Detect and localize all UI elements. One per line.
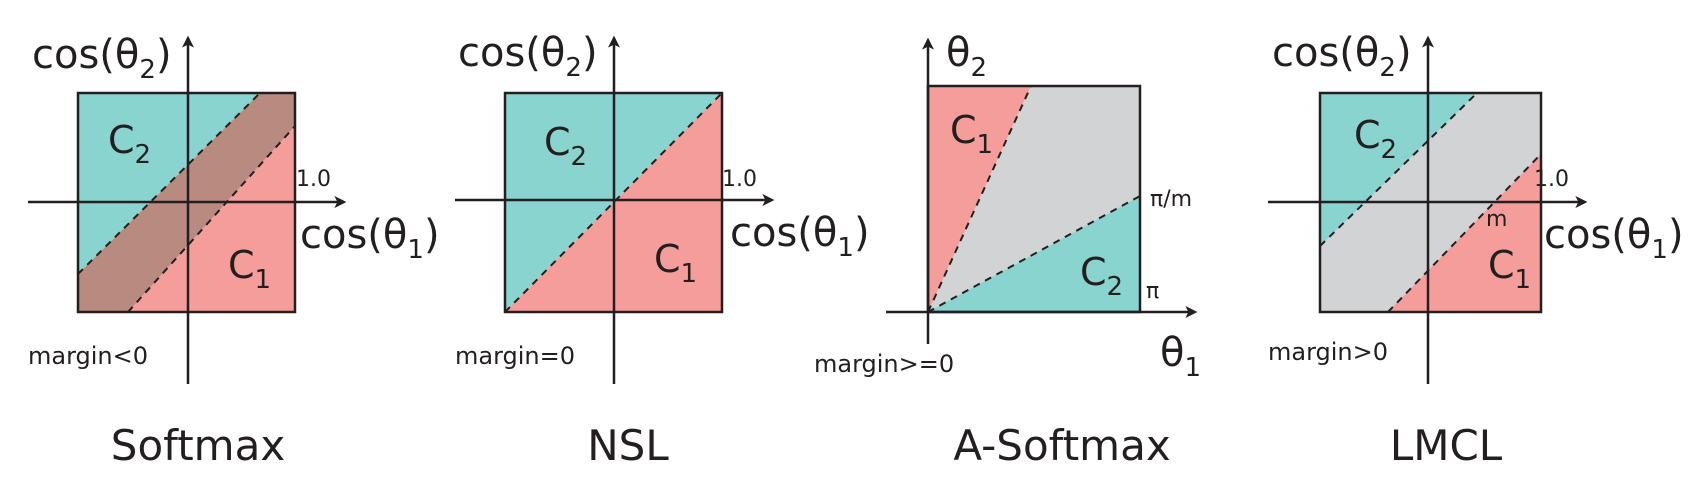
softmax-y-axis-label: cos(θ2) [32, 32, 172, 85]
lmcl-y-axis-label: cos(θ2) [1272, 30, 1412, 83]
softmax-x-axis-label: cos(θ1) [300, 212, 440, 265]
softmax-class-c2: C2 [108, 118, 151, 170]
lmcl-boundary-lower [1387, 153, 1542, 313]
a-softmax-x-axis-label: θ1 [1160, 330, 1201, 383]
softmax-class-c1: C1 [228, 243, 271, 295]
nsl-class-c2: C2 [544, 120, 587, 172]
a-softmax-boundary-steep [927, 85, 1032, 313]
lmcl-margin-text: margin>0 [1268, 338, 1388, 366]
softmax-boundary-upper [77, 92, 261, 275]
lmcl-class-c2: C2 [1354, 113, 1397, 165]
a-softmax-tick-pi-over-m: π/m [1150, 187, 1192, 212]
nsl-margin-text: margin=0 [455, 342, 575, 370]
lmcl-x-axis-label: cos(θ1) [1544, 212, 1684, 265]
a-softmax-class-c2: C2 [1080, 250, 1123, 302]
nsl-y-axis-label: cos(θ2) [458, 30, 598, 83]
softmax-boundary-lower [127, 125, 296, 313]
a-softmax-margin-text: margin>=0 [814, 350, 954, 378]
softmax-margin-text: margin<0 [28, 342, 148, 370]
nsl-tick-1: 1.0 [722, 167, 757, 192]
nsl-x-axis-label: cos(θ1) [730, 210, 870, 263]
a-softmax-region-gray [928, 86, 1140, 312]
panel-nsl: cos(θ2) cos(θ1) 1.0 C2 C1 margin=0 NSL [455, 30, 870, 470]
lmcl-boundary-upper [1319, 92, 1478, 247]
a-softmax-title: A-Softmax [953, 421, 1170, 470]
a-softmax-class-c1: C1 [950, 108, 993, 160]
lmcl-tick-1: 1.0 [1534, 167, 1569, 192]
lmcl-margin-symbol: m [1486, 207, 1507, 232]
nsl-title: NSL [587, 421, 669, 470]
lmcl-title: LMCL [1390, 421, 1503, 470]
softmax-title: Softmax [111, 421, 285, 470]
panel-lmcl: cos(θ2) cos(θ1) 1.0 m C2 C1 margin>0 LMC… [1268, 30, 1684, 470]
nsl-class-c1: C1 [654, 237, 697, 289]
panel-a-softmax: θ2 θ1 π/m π C1 C2 margin>=0 A-Softmax [814, 30, 1201, 470]
lmcl-class-c1: C1 [1488, 243, 1531, 295]
softmax-tick-1: 1.0 [296, 167, 331, 192]
a-softmax-boundary-shallow [927, 195, 1141, 313]
a-softmax-tick-pi: π [1146, 279, 1159, 304]
a-softmax-y-axis-label: θ2 [946, 30, 987, 83]
panel-softmax: cos(θ2) cos(θ1) 1.0 C2 C1 margin<0 Softm… [28, 32, 440, 470]
